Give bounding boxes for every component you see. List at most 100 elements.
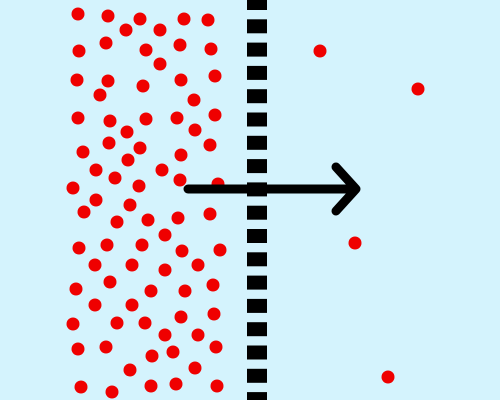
particle: [174, 148, 188, 162]
particle: [208, 69, 222, 83]
particle: [71, 7, 85, 21]
particle: [89, 193, 103, 207]
particle: [110, 316, 124, 330]
particle: [203, 207, 217, 221]
particle: [144, 379, 158, 393]
membrane-segment: [247, 159, 267, 174]
particle: [66, 317, 80, 331]
membrane-segment: [247, 0, 267, 10]
particle: [207, 307, 221, 321]
particle: [153, 23, 167, 37]
membrane-segment: [247, 252, 267, 267]
particle: [103, 114, 117, 128]
particle: [381, 370, 395, 384]
particle: [158, 263, 172, 277]
membrane-segment: [247, 392, 267, 400]
particle: [105, 385, 119, 399]
particle: [100, 238, 114, 252]
particle: [191, 258, 205, 272]
membrane-segment: [247, 65, 267, 80]
membrane-segment: [247, 368, 267, 383]
particle: [71, 342, 85, 356]
particle: [201, 13, 215, 27]
particle: [102, 136, 116, 150]
particle: [141, 213, 155, 227]
particle: [175, 244, 189, 258]
membrane-segment: [247, 345, 267, 360]
particle: [203, 138, 217, 152]
particle: [120, 125, 134, 139]
membrane-segment: [247, 205, 267, 220]
particle: [123, 198, 137, 212]
particle: [213, 243, 227, 257]
particle: [108, 171, 122, 185]
particle: [174, 310, 188, 324]
particle: [89, 163, 103, 177]
particle: [76, 145, 90, 159]
particle: [204, 42, 218, 56]
particle: [210, 379, 224, 393]
particle: [170, 111, 184, 125]
particle: [158, 328, 172, 342]
particle: [99, 340, 113, 354]
particle: [187, 93, 201, 107]
membrane-segment: [247, 19, 267, 34]
particle: [145, 349, 159, 363]
particle: [411, 82, 425, 96]
particle: [139, 112, 153, 126]
particle: [313, 44, 327, 58]
particle: [135, 238, 149, 252]
particle: [188, 361, 202, 375]
particle: [88, 298, 102, 312]
particle: [133, 12, 147, 26]
particle: [99, 36, 113, 50]
high-concentration-particles: [66, 7, 227, 399]
membrane-segment: [247, 229, 267, 243]
particle: [72, 44, 86, 58]
particle: [209, 340, 223, 354]
particle: [177, 12, 191, 26]
membrane-segment: [247, 275, 267, 290]
membrane-segment: [247, 322, 267, 337]
arrow-head: [331, 162, 361, 216]
particle: [158, 228, 172, 242]
particle: [70, 73, 84, 87]
particle: [121, 153, 135, 167]
particle: [166, 345, 180, 359]
right-arrow-icon: [183, 162, 361, 216]
particle: [125, 298, 139, 312]
particle: [101, 9, 115, 23]
membrane-segment: [247, 89, 267, 104]
particle: [173, 38, 187, 52]
particle: [206, 278, 220, 292]
particle: [71, 111, 85, 125]
particle: [72, 241, 86, 255]
particle: [88, 258, 102, 272]
particle: [136, 79, 150, 93]
particle: [171, 211, 185, 225]
membrane-segment: [247, 112, 267, 127]
particle: [139, 43, 153, 57]
particle: [125, 258, 139, 272]
particle: [93, 88, 107, 102]
particle: [138, 316, 152, 330]
membrane-segment: [247, 42, 267, 57]
particle: [77, 205, 91, 219]
particle: [173, 173, 187, 187]
membrane-segment: [247, 135, 267, 150]
particle: [208, 108, 222, 122]
particle: [101, 74, 115, 88]
particle: [174, 73, 188, 87]
particle: [103, 275, 117, 289]
particle: [66, 181, 80, 195]
particle: [110, 215, 124, 229]
particle: [69, 282, 83, 296]
particle: [178, 284, 192, 298]
particle: [119, 23, 133, 37]
membrane-segment: [247, 298, 267, 313]
particle: [348, 236, 362, 250]
particle: [155, 163, 169, 177]
particle: [191, 328, 205, 342]
